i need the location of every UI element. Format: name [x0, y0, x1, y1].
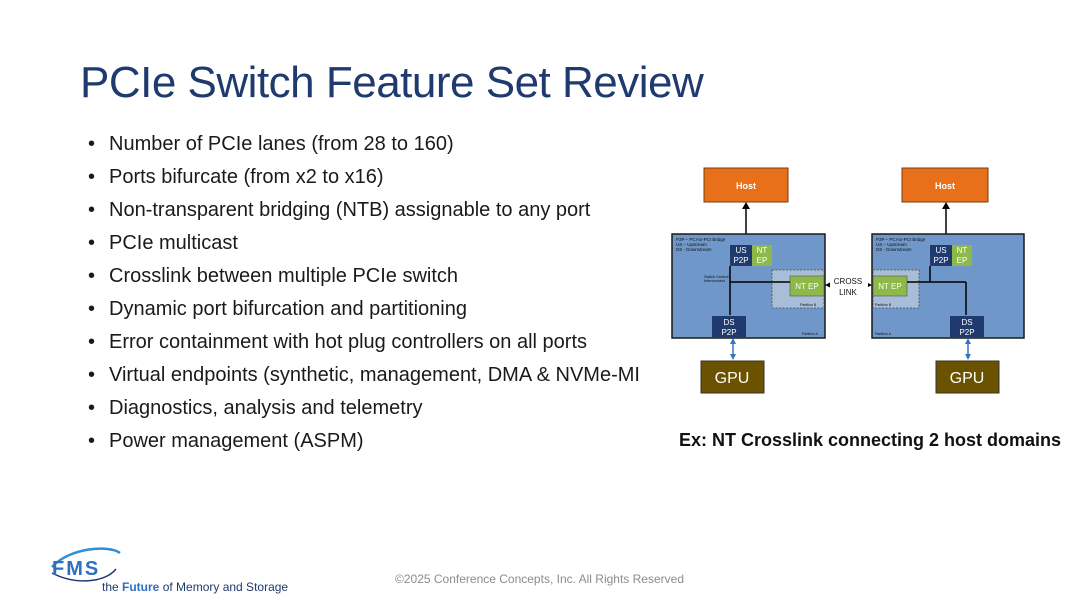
list-item: Power management (ASPM)	[86, 430, 646, 453]
list-item: Diagnostics, analysis and telemetry	[86, 397, 646, 420]
gpu-box-right	[935, 360, 1000, 394]
host-label-left: Host	[736, 181, 756, 191]
logo-tagline: the Future of Memory and Storage	[102, 580, 289, 594]
switch-central-label: Switch Central	[704, 275, 729, 279]
ds-label: DS	[723, 318, 734, 327]
nt-ep-label: NT EP	[795, 282, 818, 291]
nt-label: NT	[757, 246, 768, 255]
us-label: US	[735, 246, 746, 255]
host-label-right: Host	[935, 181, 955, 191]
ds-label: DS	[961, 318, 972, 327]
gpu-box-left	[700, 360, 765, 394]
legend-line: US – Upstream	[676, 242, 707, 247]
nt-label: EP	[957, 256, 968, 265]
legend-line: US – Upstream	[876, 242, 907, 247]
legend-line: DS - Downstream	[676, 247, 712, 252]
nt-label: NT	[957, 246, 968, 255]
logo-wordmark: FMS	[52, 558, 100, 580]
us-label: P2P	[733, 256, 748, 265]
list-item: Dynamic port bifurcation and partitionin…	[86, 298, 646, 321]
nt-label: EP	[757, 256, 768, 265]
list-item: Number of PCIe lanes (from 28 to 160)	[86, 133, 646, 156]
copyright-footer: ©2025 Conference Concepts, Inc. All Righ…	[395, 572, 684, 586]
ds-label: P2P	[959, 328, 974, 337]
list-item: Virtual endpoints (synthetic, management…	[86, 364, 646, 387]
gpu-label-left: GPU	[715, 370, 750, 387]
us-label: P2P	[933, 256, 948, 265]
list-item: PCIe multicast	[86, 232, 646, 255]
list-item: Error containment with hot plug controll…	[86, 331, 646, 354]
partition-b-label: Partition B	[800, 303, 817, 307]
fms-logo: FMS	[51, 547, 121, 582]
host-box-right	[901, 167, 989, 203]
switch-central-label: Interconnect	[704, 279, 726, 283]
crosslink-diagram: Host Host P2P – PCI-to-PCI Bridge US – U…	[660, 160, 1030, 400]
logo-tagline-highlight: Future	[122, 580, 160, 594]
host-box-left	[703, 167, 789, 203]
legend-line: DS - Downstream	[876, 247, 912, 252]
list-item: Crosslink between multiple PCIe switch	[86, 265, 646, 288]
us-label: US	[935, 246, 946, 255]
list-item: Ports bifurcate (from x2 to x16)	[86, 166, 646, 189]
diagram-caption: Ex: NT Crosslink connecting 2 host domai…	[679, 430, 1062, 450]
legend-line: P2P – PCI-to-PCI Bridge	[876, 237, 926, 242]
feature-list: Number of PCIe lanes (from 28 to 160) Po…	[86, 133, 646, 463]
crosslink-label: CROSS	[834, 277, 862, 286]
ds-label: P2P	[721, 328, 736, 337]
slide-title: PCIe Switch Feature Set Review	[80, 58, 704, 107]
gpu-label-right: GPU	[950, 370, 985, 387]
partition-a-label: Partition A	[875, 332, 892, 336]
nt-ep-label: NT EP	[878, 282, 901, 291]
partition-a-label: Partition A	[802, 332, 819, 336]
crosslink-label: LINK	[839, 288, 857, 297]
legend-line: P2P – PCI-to-PCI Bridge	[676, 237, 726, 242]
list-item: Non-transparent bridging (NTB) assignabl…	[86, 199, 646, 222]
partition-b-label: Partition B	[875, 303, 892, 307]
